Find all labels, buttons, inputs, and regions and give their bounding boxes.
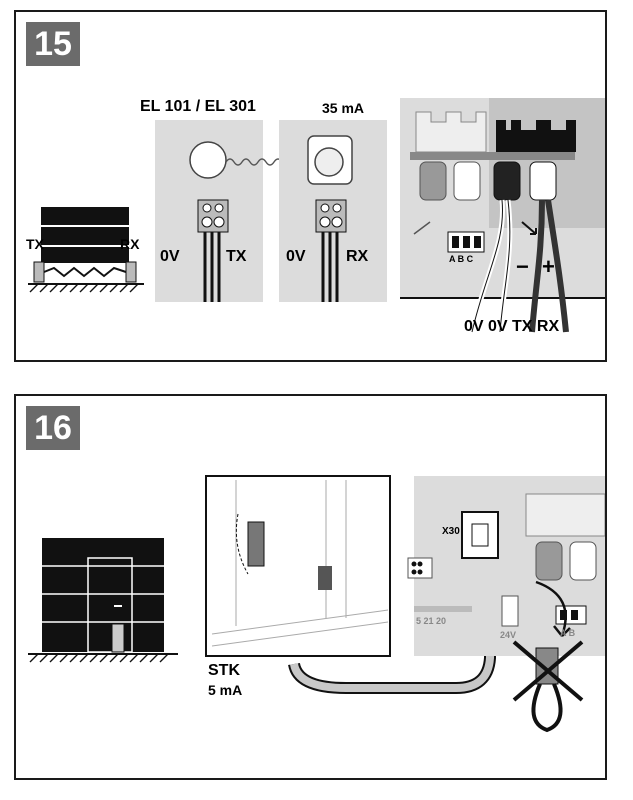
control-board (407, 476, 605, 656)
transmitter-tx-label: TX (226, 248, 247, 265)
step-16-illustration (28, 475, 605, 733)
step-16-panel: 16 X30 STK 5 mA 5 21 20 24V A B (14, 394, 607, 780)
jumper-plug-removed (512, 640, 584, 733)
step-number: 15 (26, 22, 80, 66)
minus-sign: − (516, 254, 529, 279)
current-label: 35 mA (322, 100, 365, 116)
terminal-labels: 0V 0V TX RX (464, 318, 560, 335)
step-15-panel: 15 EL 101 / EL 301 35 mA TX RX 0V TX 0V … (14, 10, 607, 362)
sectional-door-icon (28, 538, 178, 663)
dip-switch-letters: A B (560, 628, 576, 638)
wicket-door-detail (205, 475, 391, 657)
sensor-label: STK (208, 662, 240, 679)
rx-side-label: RX (120, 236, 140, 252)
step-number: 16 (26, 406, 80, 450)
garage-door-icon (28, 207, 144, 293)
tx-side-label: TX (26, 236, 44, 252)
connector-label: X30 (442, 526, 460, 537)
terminal-numbers: 5 21 20 (416, 616, 447, 626)
transmitter-0v-label: 0V (160, 248, 180, 265)
transmitter-unit (155, 120, 263, 302)
step-15-illustration (28, 98, 605, 333)
sensor-current-label: 5 mA (208, 682, 243, 698)
plus-sign: + (542, 254, 555, 279)
control-board (400, 98, 605, 333)
receiver-unit (279, 120, 387, 302)
receiver-rx-label: RX (346, 248, 369, 265)
photocell-model-label: EL 101 / EL 301 (140, 98, 256, 115)
dip-switch-letters: A B C (449, 254, 474, 264)
receiver-0v-label: 0V (286, 248, 306, 265)
voltage-label: 24V (500, 630, 517, 640)
